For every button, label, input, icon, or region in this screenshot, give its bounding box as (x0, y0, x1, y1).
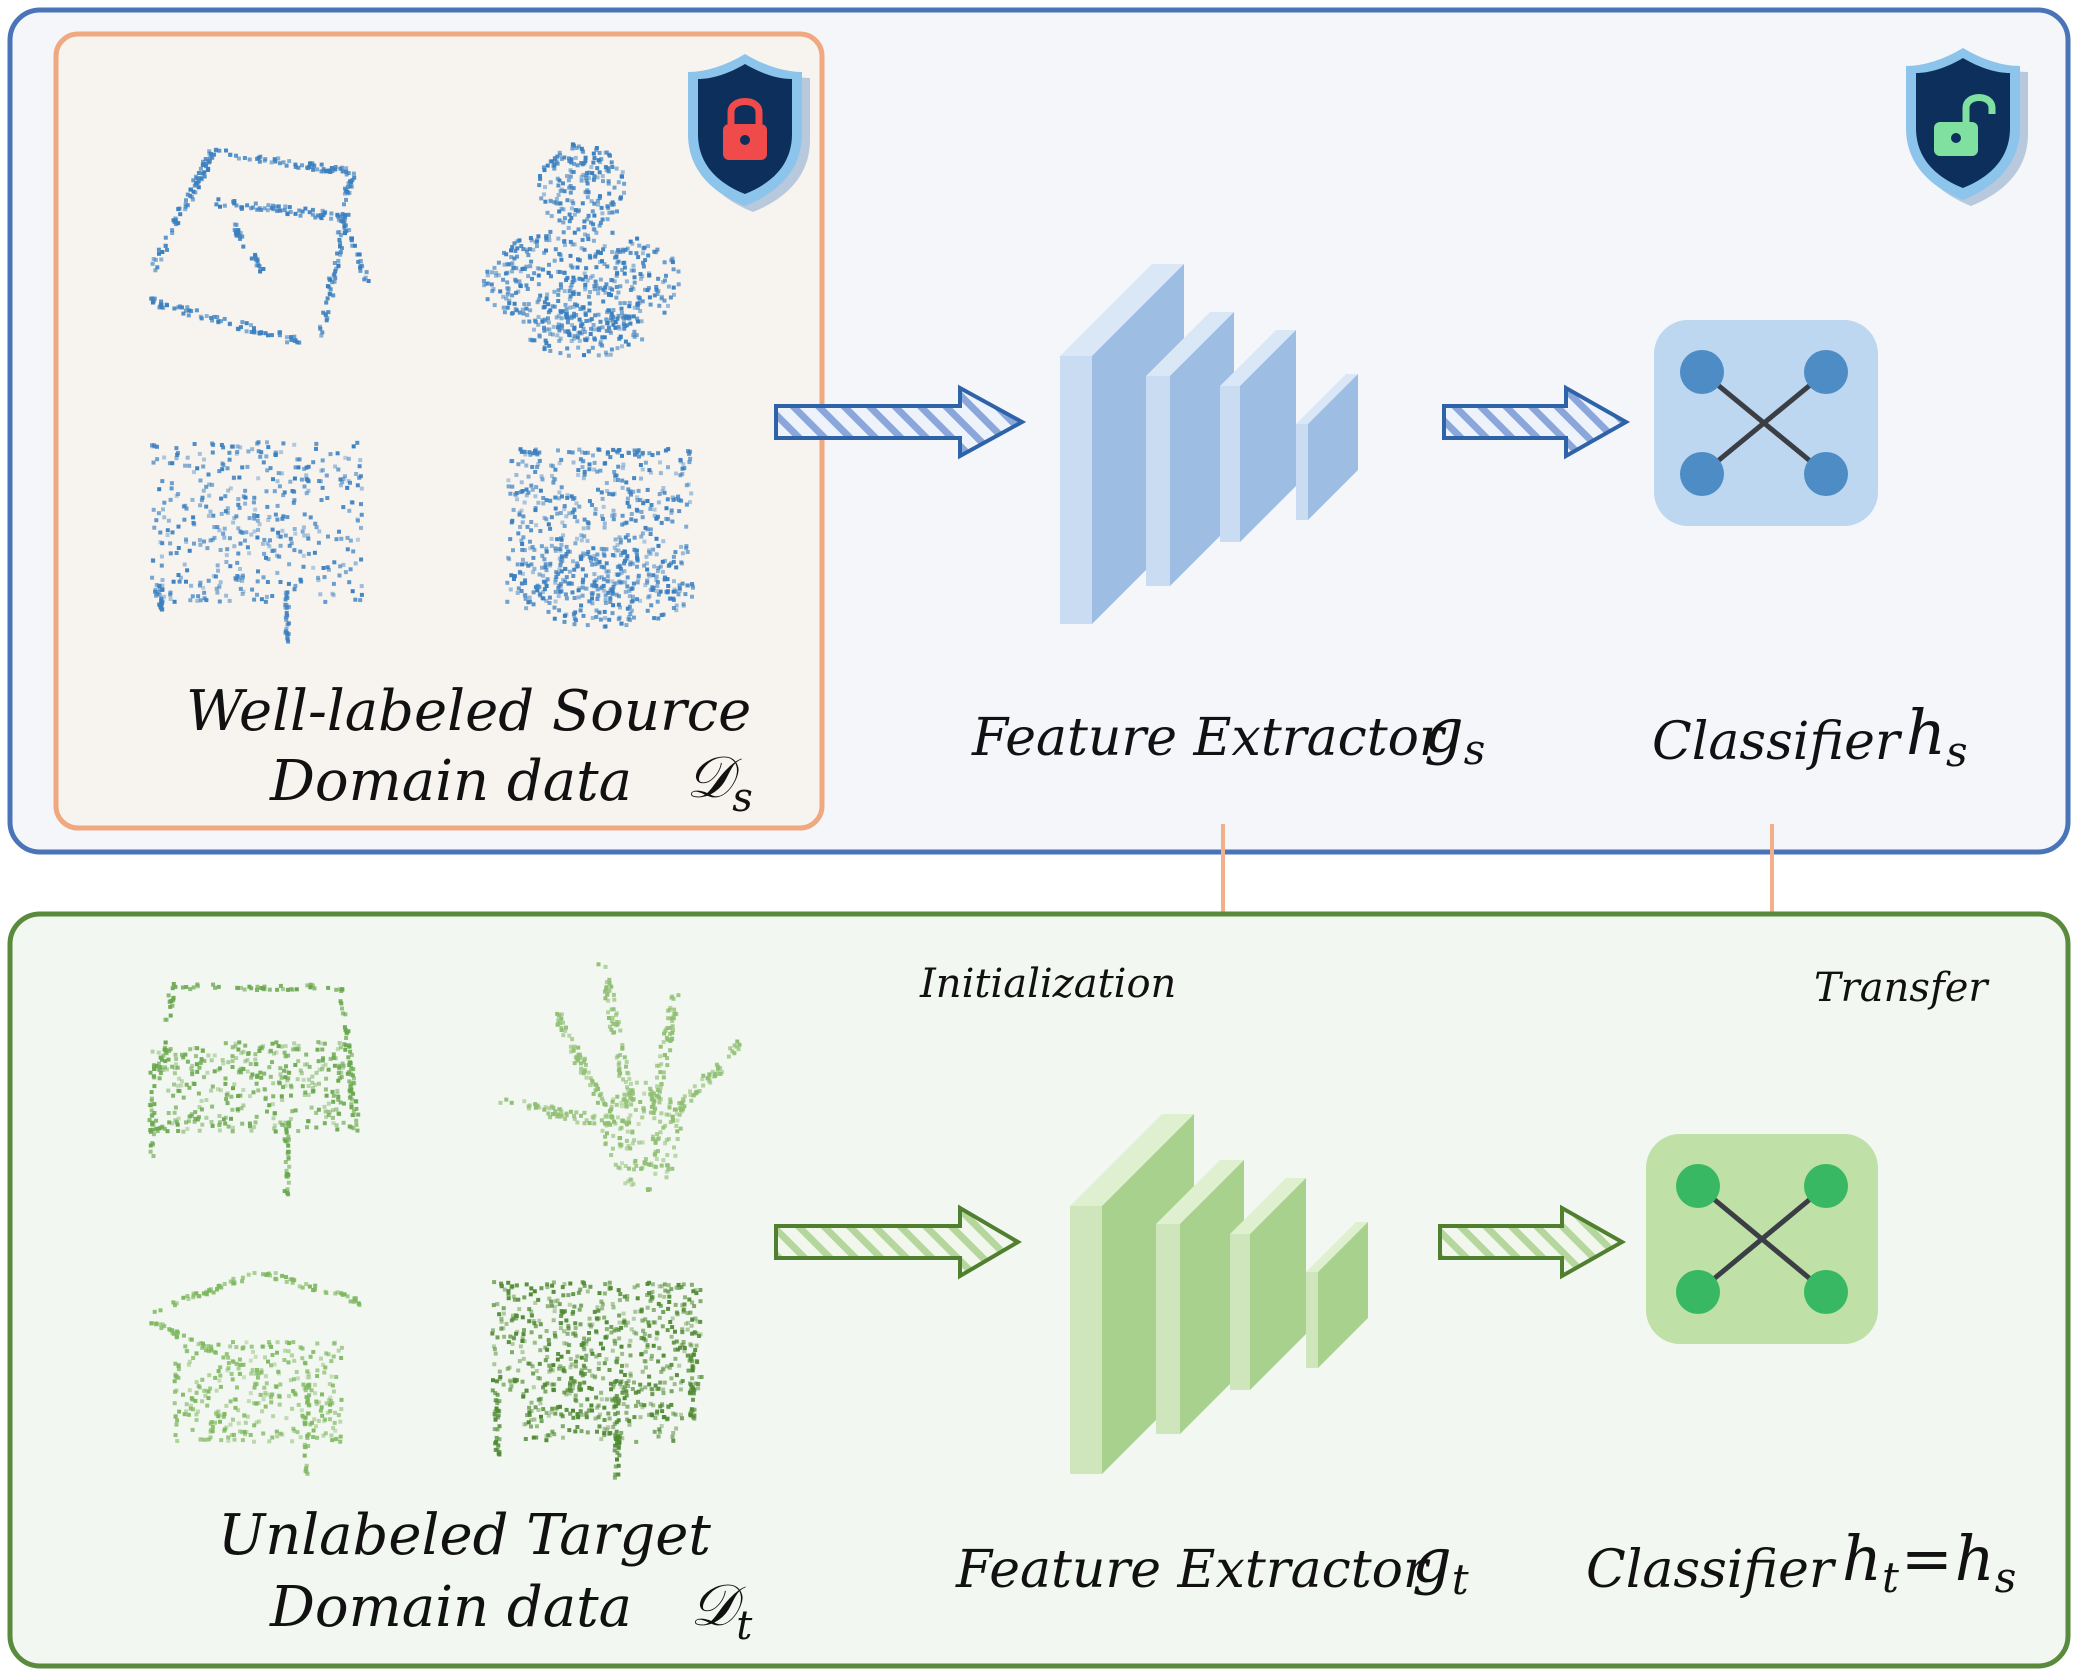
target-extractor-subscript: t (1451, 1555, 1469, 1604)
target-classifier-subscript2: s (1994, 1553, 2017, 1602)
target-classifier-label: Classifier (1586, 1540, 1834, 1600)
source-point-cloud-table (150, 440, 364, 644)
target-classifier-equals: = (1900, 1522, 1953, 1595)
target-extractor-letter: g (1412, 1524, 1452, 1597)
target-classifier-letter2: h (1954, 1522, 1995, 1595)
target-point-cloud-bench (149, 1271, 362, 1476)
target-point-cloud-table (490, 1280, 704, 1480)
source-classifier-label: Classifier (1652, 712, 1900, 772)
source-extractor-to-classifier-arrow (1442, 384, 1631, 460)
initialization-label: Initialization (920, 961, 1177, 1007)
source-classifier-symbol: hs (1906, 702, 1968, 773)
source-point-cloud-stool (505, 447, 695, 629)
transfer-label: Transfer (1814, 965, 1988, 1011)
target-dataset-title-line2: Domain data (270, 1575, 633, 1640)
source-extractor-subscript: s (1463, 725, 1486, 774)
source-dataset-subscript: s (732, 775, 753, 821)
source-classifier-subscript: s (1945, 727, 1968, 776)
target-classifier-symbol: ht=hs (1842, 1528, 2016, 1599)
source-extractor-label: Feature Extractor (972, 708, 1444, 768)
source-dataset-title-line1: Well-labeled Source (186, 679, 752, 744)
source-dataset-title-line2: Domain data (270, 749, 633, 814)
target-extractor-to-classifier-arrow (1438, 1204, 1627, 1280)
target-dataset-letter: 𝒟 (690, 1571, 737, 1639)
source-point-cloud-chair (149, 147, 371, 345)
source-extractor-letter: g (1424, 694, 1464, 767)
source-data-to-extractor-arrow (774, 384, 1027, 460)
source-point-cloud-vase (481, 142, 681, 358)
target-extractor-symbol: gt (1412, 1530, 1469, 1601)
target-dataset-symbol: 𝒟t (690, 1576, 752, 1646)
source-feature-extractor (1060, 264, 1358, 624)
target-classifier-letter: h (1842, 1522, 1882, 1595)
target-data-to-extractor-arrow (774, 1204, 1022, 1280)
target-dataset-subscript: t (736, 1603, 753, 1649)
target-extractor-label: Feature Extractor (956, 1540, 1428, 1600)
target-feature-extractor (1070, 1114, 1368, 1474)
lock-shield-icon (688, 54, 810, 212)
source-extractor-symbol: gs (1424, 700, 1485, 771)
unlock-shield-icon (1906, 48, 2028, 206)
target-classifier-icon (1646, 1134, 1878, 1344)
source-dataset-symbol: 𝒟s (686, 748, 753, 818)
target-classifier-subscript: t (1881, 1553, 1899, 1602)
target-point-cloud-plant (498, 962, 742, 1192)
target-point-cloud-chair (147, 982, 361, 1197)
target-dataset-title-line1: Unlabeled Target (218, 1503, 711, 1568)
source-classifier-letter: h (1906, 696, 1946, 769)
source-classifier-icon (1654, 320, 1878, 526)
source-dataset-letter: 𝒟 (686, 743, 733, 811)
